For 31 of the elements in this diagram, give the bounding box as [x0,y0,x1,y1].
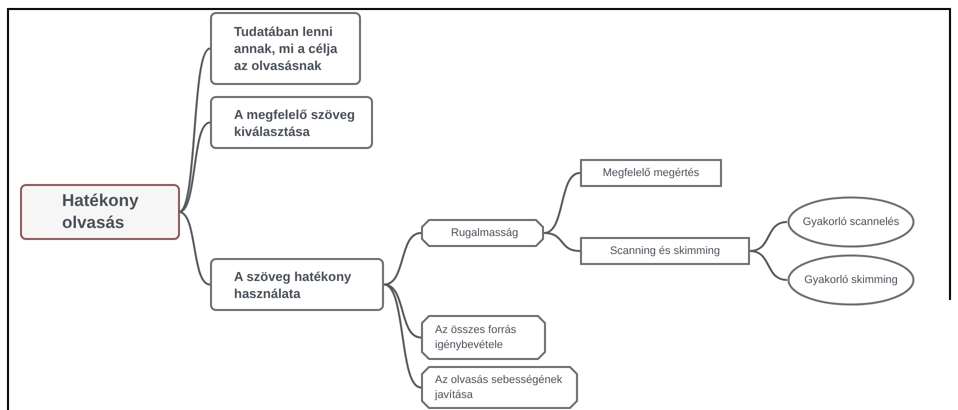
branch-box [210,12,361,85]
node-label: Tudatában lenni annak, mi a célja az olvasásnak [234,23,338,74]
connector-line [544,232,580,252]
connector-line [384,284,422,338]
node-label: A megfelelő szöveg kiválasztása [234,106,356,140]
connector-line [544,172,580,234]
branch-box [210,96,373,149]
subtopic-box [421,219,544,247]
node-label: Gyakorló scannelés [802,214,900,230]
connector-line [384,232,422,286]
node-label: Az olvasás sebességének javítása [435,372,564,402]
node-label: Az összes forrás igénybevétele [435,322,518,352]
branch-box [210,258,384,311]
node-label: A szöveg hatékony használata [234,268,352,302]
node-label: Gyakorló skimming [804,272,898,288]
connector-line [178,211,210,286]
process-box [580,159,722,187]
connector-line [384,284,422,388]
connector-line [750,250,788,281]
node-label: Scanning és skimming [610,245,720,257]
ellipse-node [787,196,915,248]
ellipse-node [787,254,915,306]
node-label: Megfelelő megértés [602,167,700,179]
node-label: Rugalmasság [451,226,518,240]
subtopic-box [421,366,578,409]
connector-line [178,48,211,213]
topic-box [20,184,180,240]
subtopic-box [421,315,546,360]
process-box [580,237,750,265]
connector-line [178,122,210,213]
node-label: Hatékony olvasás [62,190,140,234]
